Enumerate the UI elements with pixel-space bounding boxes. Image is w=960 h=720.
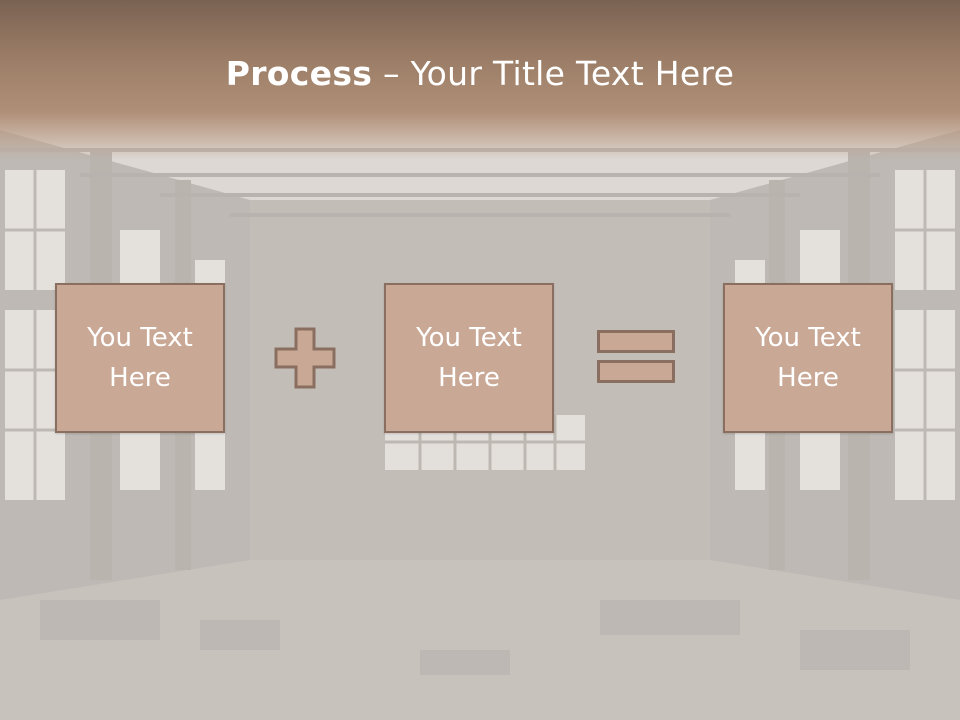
text-box-2-label: You Text Here [416, 323, 522, 393]
header-band [0, 0, 960, 160]
plus-icon [274, 327, 336, 389]
text-box-1[interactable]: You Text Here [55, 283, 225, 433]
text-box-2[interactable]: You Text Here [384, 283, 554, 433]
title-rest: – Your Title Text Here [372, 54, 735, 93]
slide-title[interactable]: Process – Your Title Text Here [0, 52, 960, 96]
text-box-3-label: You Text Here [755, 323, 861, 393]
text-box-3[interactable]: You Text Here [723, 283, 893, 433]
title-bold: Process [225, 54, 373, 93]
text-box-1-label: You Text Here [87, 323, 193, 393]
equals-icon [597, 330, 675, 384]
